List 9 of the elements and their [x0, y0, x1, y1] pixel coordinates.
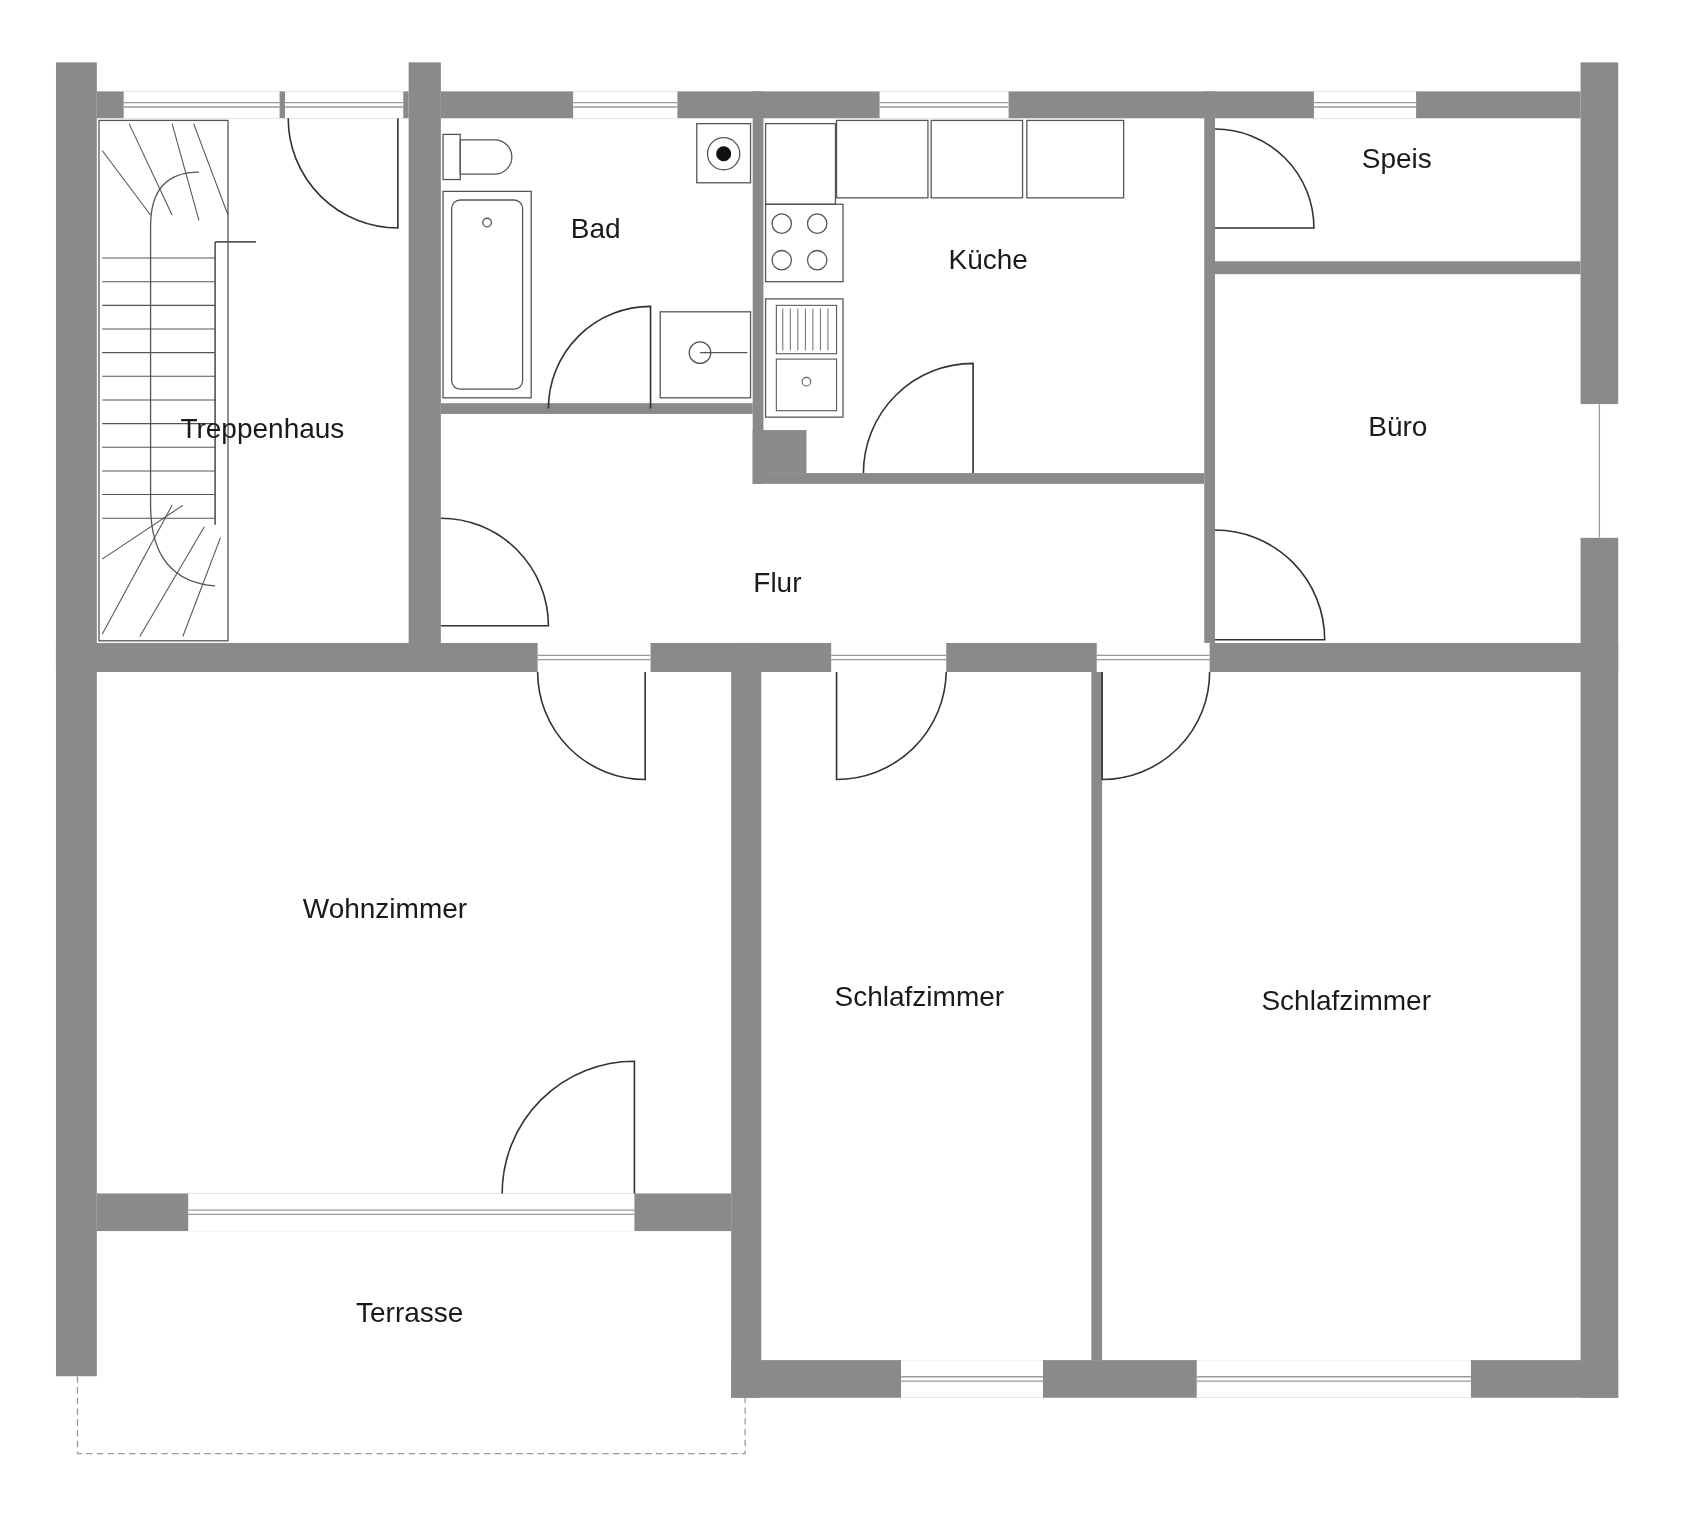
- room-label: Küche: [948, 244, 1028, 276]
- room-label: Büro: [1368, 411, 1428, 443]
- room-label: Bad: [570, 213, 621, 245]
- room-label: Schlafzimmer: [834, 981, 1005, 1013]
- room-label: Terrasse: [356, 1297, 464, 1329]
- room-label: Wohnzimmer: [302, 893, 468, 924]
- room-label: Flur: [753, 567, 802, 599]
- room-label: Schlafzimmer: [1261, 985, 1431, 1017]
- room-label: Speis: [1361, 143, 1432, 175]
